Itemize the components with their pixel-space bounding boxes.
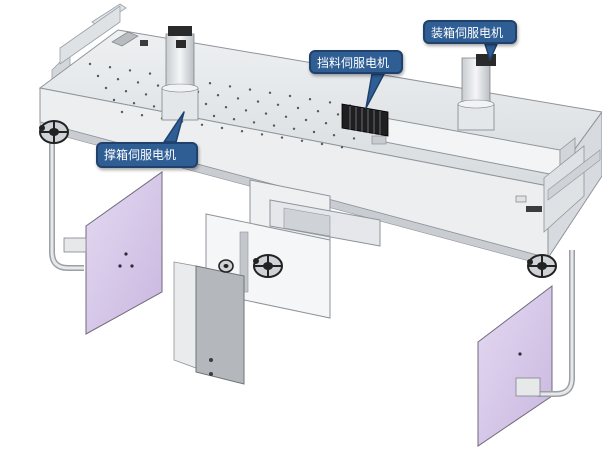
deck-hole <box>352 137 356 140</box>
deck-hole <box>324 122 328 125</box>
deck-hole <box>200 123 204 127</box>
deck-hole <box>232 118 236 121</box>
deck-hole <box>264 112 268 115</box>
support-servo-motor-callout: 撑箱伺服电机 <box>96 142 198 168</box>
deck-hole <box>320 142 324 146</box>
deck-hole <box>128 69 132 72</box>
deck-hole <box>336 113 340 116</box>
deck-hole <box>340 146 344 149</box>
deck-hole <box>152 105 156 108</box>
right-upright <box>543 145 601 233</box>
deck-hole <box>312 130 316 134</box>
stopper-servo-motor-callout: 挡料伺服电机 <box>309 50 403 74</box>
deck-hole <box>300 139 304 142</box>
deck-hole <box>328 101 332 104</box>
deck-hole <box>296 106 300 110</box>
callout-tails <box>163 43 498 143</box>
deck-hole <box>228 85 232 88</box>
support-servo-motor <box>161 26 199 121</box>
deck-hole <box>216 94 220 97</box>
deck-hole <box>252 121 256 124</box>
deck-hole <box>332 134 336 137</box>
deck-hole <box>212 114 216 118</box>
deck-hole <box>112 98 116 102</box>
deck-hole <box>156 84 160 87</box>
deck-hole <box>248 88 252 91</box>
deck-hole <box>136 81 140 84</box>
left-handwheel <box>39 120 69 144</box>
deck-hole <box>96 74 100 78</box>
right-rail-tube <box>515 250 575 397</box>
deck-hole <box>268 91 272 95</box>
deck-hole <box>236 97 240 100</box>
center-handwheel <box>253 254 283 278</box>
deck-hole <box>272 124 276 127</box>
deck-hole <box>244 109 248 112</box>
center-panel <box>173 261 245 385</box>
deck-hole <box>316 110 320 113</box>
deck-hole <box>208 82 212 85</box>
deck-hole <box>256 100 260 103</box>
left-rail-tube <box>49 140 87 271</box>
packing-servo-motor-callout: 装箱伺服电机 <box>423 20 517 44</box>
deck-hole <box>280 136 284 139</box>
left-side-plate <box>85 171 163 335</box>
deck-hole <box>120 110 124 114</box>
deck-hole <box>284 115 288 119</box>
deck-hole <box>204 102 208 106</box>
deck-hole <box>148 72 152 75</box>
packing-servo-motor <box>457 54 496 131</box>
deck-hole <box>260 133 264 136</box>
deck-hole <box>140 114 144 117</box>
deck-hole <box>224 106 228 109</box>
deck-hole <box>116 78 120 81</box>
right-handwheel <box>527 254 557 278</box>
deck-hole <box>144 93 148 96</box>
deck-hole <box>88 62 92 66</box>
deck-hole <box>108 66 112 69</box>
deck-hole <box>288 94 292 98</box>
deck-hole <box>240 130 244 133</box>
deck-hole <box>220 126 224 130</box>
deck-hole <box>308 98 312 101</box>
deck-mounts <box>111 31 542 212</box>
deck-hole <box>276 103 280 107</box>
stopper-servo-motor <box>341 103 389 137</box>
deck-hole <box>132 102 136 105</box>
small-handwheel <box>218 259 234 273</box>
deck-hole <box>124 90 128 93</box>
deck-hole <box>104 86 108 90</box>
deck-hole <box>304 118 308 122</box>
deck-hole <box>292 127 296 130</box>
